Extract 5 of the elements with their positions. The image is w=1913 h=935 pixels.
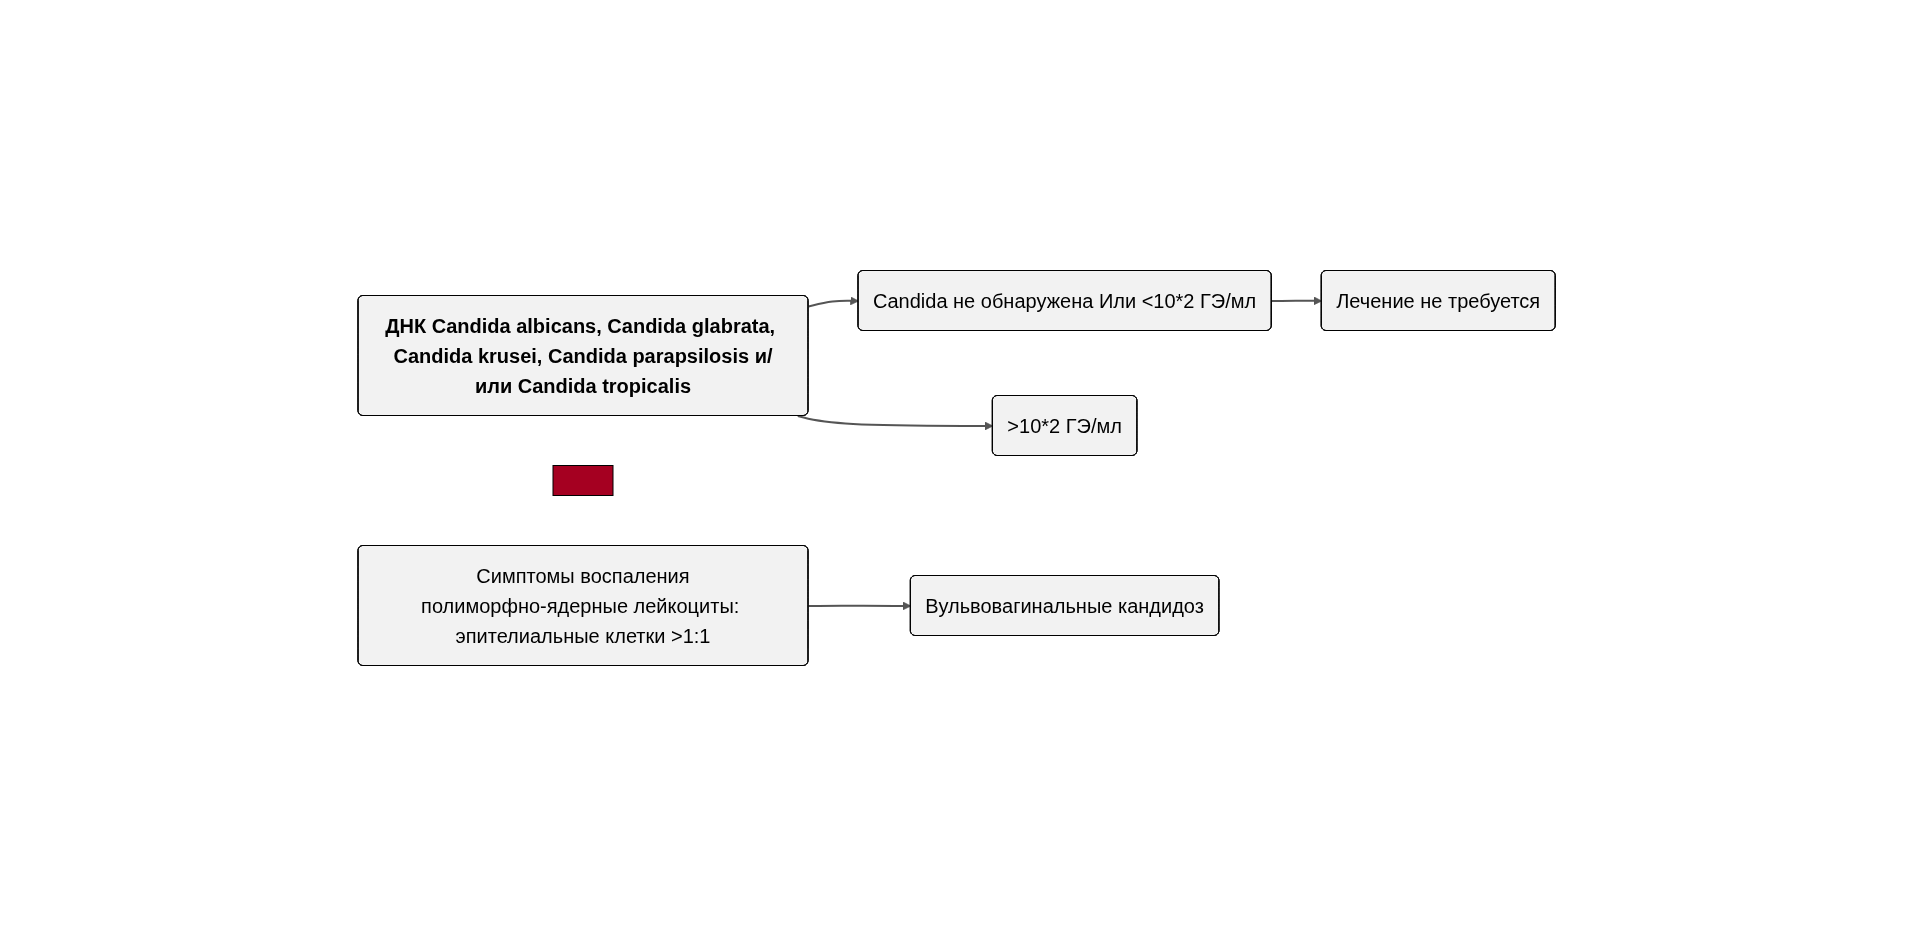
arrow xyxy=(796,414,994,430)
arrow xyxy=(807,601,912,610)
node-cross xyxy=(552,464,614,496)
arrow xyxy=(1270,295,1323,305)
arrow xyxy=(807,295,859,307)
